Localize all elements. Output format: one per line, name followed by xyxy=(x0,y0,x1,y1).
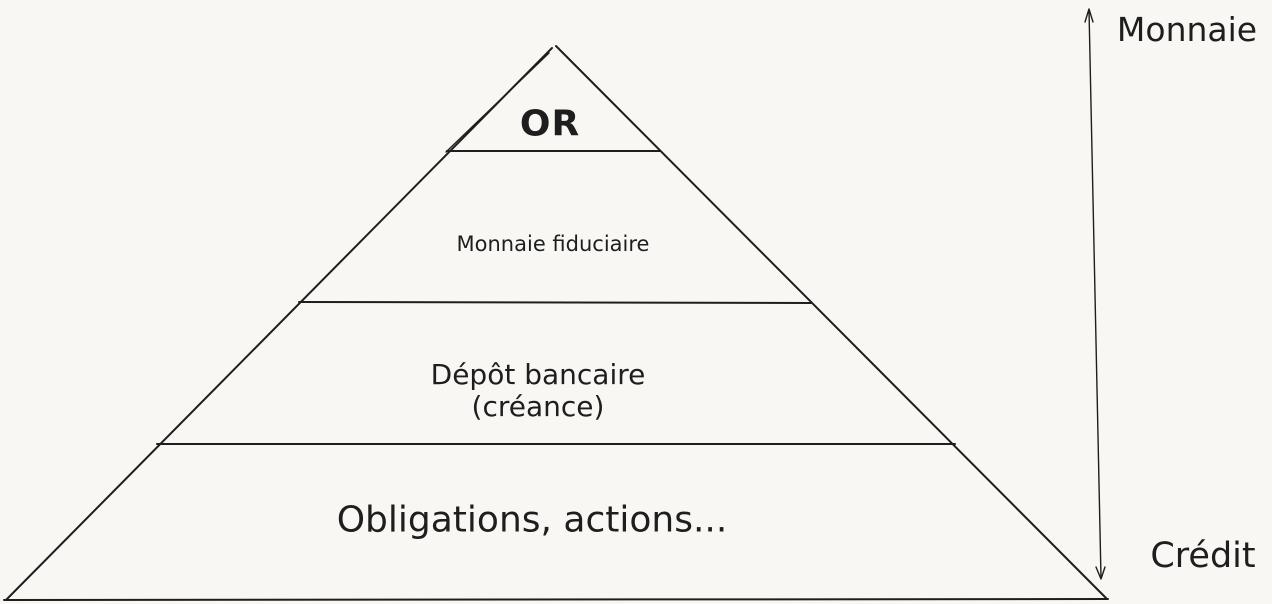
pyramid-right-edge xyxy=(555,45,1107,599)
axis-arrow-line xyxy=(1088,9,1102,579)
axis-top-label: Monnaie xyxy=(1116,10,1258,50)
level-depot-label-line2: (créance) xyxy=(471,390,605,423)
level-depot-label-line1: Dépôt bancaire xyxy=(430,357,646,391)
pyramid-base xyxy=(3,598,1109,601)
axis-bottom-label: Crédit xyxy=(1150,535,1256,576)
pyramid-left-edge-sketch xyxy=(445,52,550,153)
axis-arrow-bottom-head xyxy=(1095,566,1106,580)
divider-fiduciaire xyxy=(298,301,812,304)
level-or-label: OR xyxy=(519,103,581,145)
axis-arrow-top-head xyxy=(1084,8,1094,23)
level-fiduciaire-label: Monnaie fiduciaire xyxy=(456,231,650,256)
pyramid-left-edge xyxy=(5,47,553,601)
level-depot-label: Dépôt bancaire (créance) xyxy=(430,357,646,423)
level-obligations-label: Obligations, actions... xyxy=(336,499,728,541)
